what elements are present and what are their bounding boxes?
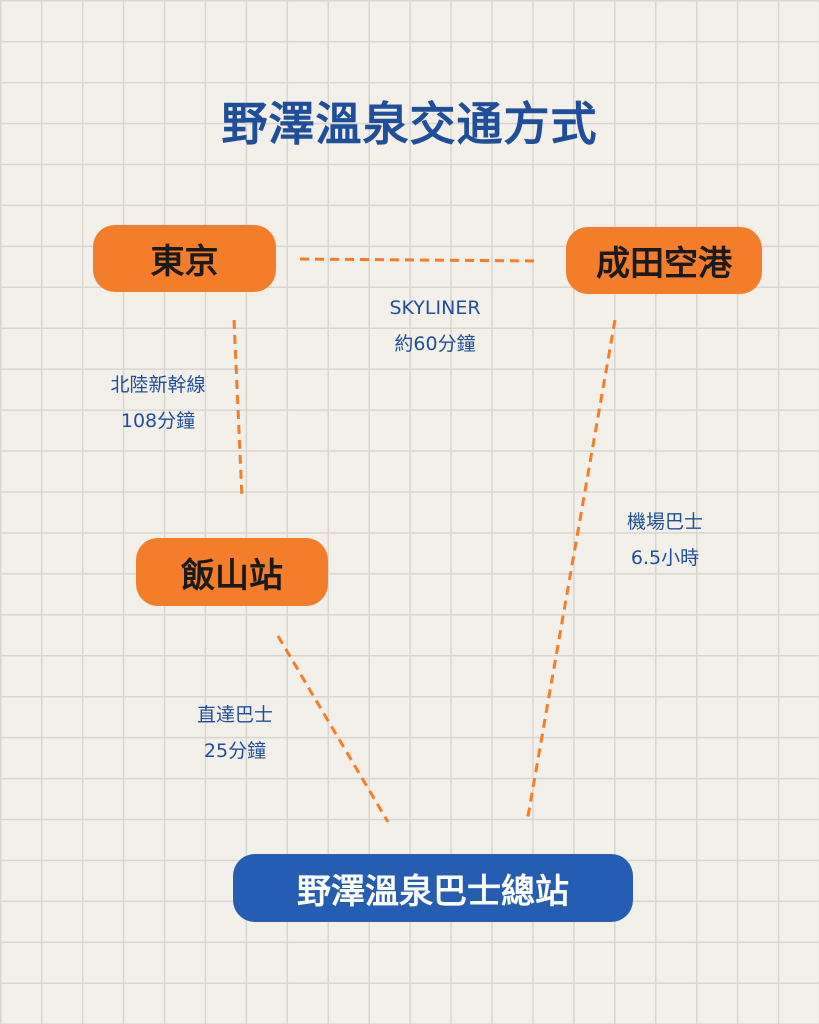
route-label-shinkansen-name: 北陸新幹線 <box>110 374 206 396</box>
route-label-airport-bus-time: 6.5小時 <box>630 547 700 569</box>
route-line-skyliner <box>299 257 541 263</box>
route-label-shinkansen: 北陸新幹線 108分鐘 <box>88 367 228 439</box>
route-label-direct-bus-name: 直達巴士 <box>196 704 273 726</box>
node-narita-airport: 成田空港 <box>566 227 762 294</box>
route-label-shinkansen-time: 108分鐘 <box>120 410 196 432</box>
route-line-shinkansen <box>232 319 244 499</box>
route-line-direct-bus <box>276 635 390 823</box>
node-nozawa-bus-terminal: 野澤溫泉巴士總站 <box>233 854 633 922</box>
node-tokyo: 東京 <box>93 225 276 292</box>
route-label-direct-bus-time: 25分鐘 <box>203 740 267 762</box>
route-label-airport-bus-name: 機場巴士 <box>626 511 703 533</box>
node-iiyama-station: 飯山站 <box>136 538 328 606</box>
route-label-direct-bus: 直達巴士 25分鐘 <box>170 697 300 769</box>
route-line-airport-bus <box>525 319 617 823</box>
route-label-skyliner-time: 約60分鐘 <box>394 333 476 355</box>
route-label-skyliner-name: SKYLINER <box>389 297 481 319</box>
route-label-skyliner: SKYLINER 約60分鐘 <box>360 290 510 362</box>
route-label-airport-bus: 機場巴士 6.5小時 <box>600 504 730 576</box>
page-title: 野澤溫泉交通方式 <box>221 97 598 151</box>
